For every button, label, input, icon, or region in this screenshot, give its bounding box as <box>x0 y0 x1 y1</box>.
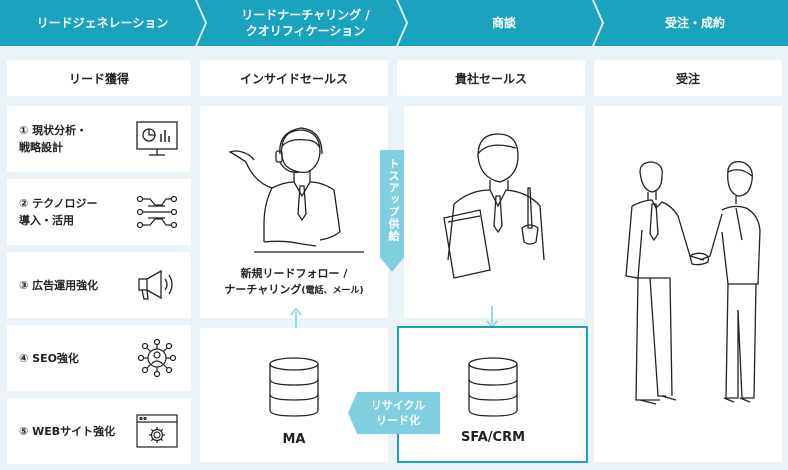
inside-sales-line2-small: (電話、メール) <box>301 286 364 296</box>
stage-lead-generation-label: リードジェネレーション <box>36 16 169 30</box>
lead-item-label: ② テクノロジー <box>19 197 98 210</box>
handshake-icon <box>625 161 761 405</box>
stage-closing-label: 受注・成約 <box>664 16 725 30</box>
megaphone-icon <box>138 269 173 300</box>
stage-lead-generation: リードジェネレーション <box>0 0 205 46</box>
ma-label: MA <box>282 432 306 447</box>
recycle-banner: リサイクル リード化 <box>348 392 440 434</box>
lead-item-advertising: ③ 広告運用強化 <box>7 252 191 318</box>
toss-up-banner: トスアップ供給 <box>380 150 404 272</box>
column-your-sales: 貴社セールス <box>397 60 585 96</box>
stage-closing: 受注・成約 <box>594 0 788 46</box>
lead-item-label: ③ 広告運用強化 <box>19 278 99 292</box>
database-icon <box>269 357 319 417</box>
recycle-line1: リサイクル <box>370 399 426 412</box>
column-inside-sales: インサイドセールス <box>200 60 388 96</box>
lead-item-website: ⑤ WEBサイト強化 <box>7 398 191 464</box>
column-order: 受注 <box>594 60 782 96</box>
circuit-icon <box>136 195 178 229</box>
lead-item-label: ⑤ WEBサイト強化 <box>19 424 116 438</box>
sfa-crm-label: SFA/CRM <box>460 430 526 445</box>
inside-sales-line1: 新規リードフォロー / <box>240 267 348 280</box>
stage-negotiation-label: 商談 <box>491 16 516 30</box>
stage-lead-nurturing-line2: クオリフィケーション <box>245 24 366 38</box>
your-sales-panel <box>404 106 585 318</box>
order-panel <box>594 106 782 462</box>
lead-item-seo: ④ SEO強化 <box>7 325 191 391</box>
inside-sales-line2: ナーチャリング(電話、メール) <box>200 282 388 299</box>
salesperson-icon <box>443 133 545 279</box>
monitor-chart-icon <box>136 121 178 156</box>
arrow-up-icon <box>290 307 302 330</box>
lead-item-label: 導入・活用 <box>19 214 74 227</box>
inside-sales-caption: 新規リードフォロー / ナーチャリング(電話、メール) <box>200 266 388 299</box>
browser-gear-icon <box>136 414 178 448</box>
network-person-icon <box>137 339 177 377</box>
stage-negotiation: 商談 <box>398 0 602 46</box>
inside-sales-line2-main: ナーチャリング <box>224 283 302 296</box>
recycle-line2: リード化 <box>376 414 420 427</box>
database-icon <box>468 357 518 417</box>
inside-sales-panel: 新規リードフォロー / ナーチャリング(電話、メール) <box>200 106 388 318</box>
stage-lead-nurturing: リードナーチャリング / クオリフィケーション <box>197 0 406 46</box>
stage-lead-nurturing-line1: リードナーチャリング / <box>241 8 370 22</box>
lead-item-label: 戦略設計 <box>19 141 63 154</box>
lead-item-label: ④ SEO強化 <box>19 351 79 365</box>
toss-up-label: トスアップ供給 <box>387 158 400 242</box>
column-lead-acquisition: リード獲得 <box>7 60 191 96</box>
lead-item-label: ① 現状分析・ <box>19 124 88 137</box>
lead-item-technology: ② テクノロジー 導入・活用 <box>7 179 191 245</box>
lead-item-analysis: ① 現状分析・ 戦略設計 <box>7 106 191 172</box>
operator-icon <box>228 127 364 253</box>
